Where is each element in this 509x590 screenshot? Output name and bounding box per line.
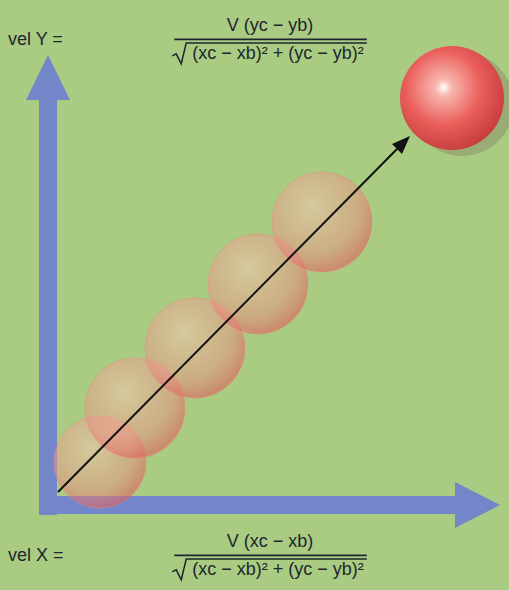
formula-denominator: (xc − xb)² + (yc − yb)² xyxy=(192,44,364,64)
radical-sign xyxy=(172,43,367,64)
ball xyxy=(400,46,504,150)
formula-name: vel Y = xyxy=(8,30,63,50)
formula-numerator: V (xc − xb) xyxy=(227,532,314,552)
formula-numerator: V (yc − yb) xyxy=(227,16,314,36)
motion-arrow xyxy=(58,136,410,492)
fraction-bar xyxy=(174,39,367,41)
formula-name: vel X = xyxy=(8,546,64,566)
radical-sign xyxy=(172,559,367,580)
fraction-bar xyxy=(174,555,367,557)
formula-denominator: (xc − xb)² + (yc − yb)² xyxy=(192,560,364,580)
